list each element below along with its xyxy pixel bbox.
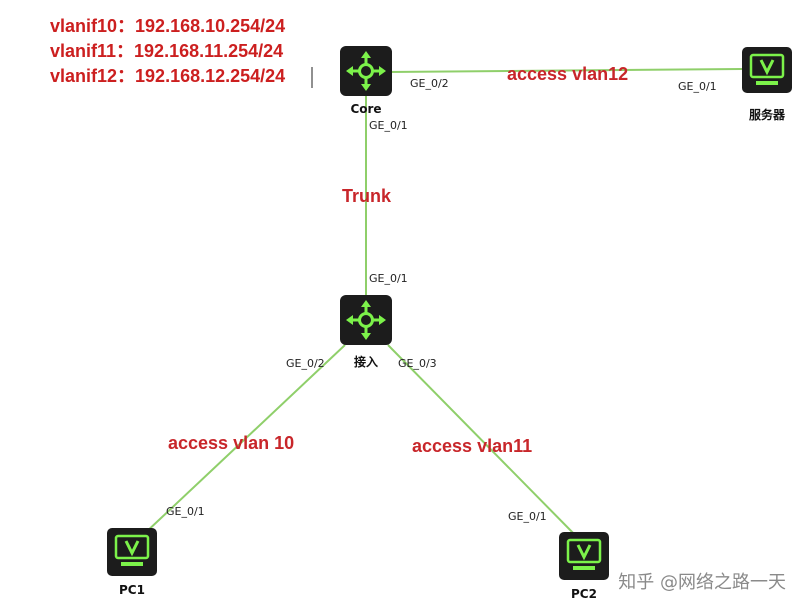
link-label-core-server: access vlan12 xyxy=(507,64,628,84)
switch-router-icon xyxy=(346,51,386,91)
server-label: 服务器 xyxy=(749,107,786,122)
port-pc2: GE_0/1 xyxy=(508,510,547,523)
pc1-host[interactable] xyxy=(107,528,157,576)
links xyxy=(142,68,743,541)
port-server: GE_0/1 xyxy=(678,80,717,93)
pc2-label: PC2 xyxy=(571,587,597,600)
link-labels: access vlan12 Trunk access vlan 10 acces… xyxy=(168,64,628,456)
port-access-to-pc2: GE_0/3 xyxy=(398,357,437,370)
link-core-server xyxy=(387,68,743,73)
monitor-icon xyxy=(749,53,785,85)
port-labels: GE_0/2 GE_0/1 GE_0/1 GE_0/1 GE_0/2 GE_0/… xyxy=(166,77,717,523)
vlanif-line-10: vlanif10：192.168.10.254/24 xyxy=(50,16,285,36)
port-core-down: GE_0/1 xyxy=(369,119,408,132)
server-host[interactable] xyxy=(742,47,792,93)
vlanif-line-11: vlanif11：192.168.11.254/24 xyxy=(50,41,283,61)
link-label-access-pc1: access vlan 10 xyxy=(168,433,294,453)
access-switch[interactable] xyxy=(340,295,392,345)
vlanif-line-12: vlanif12：192.168.12.254/24 xyxy=(50,66,285,86)
watermark: 知乎 @网络之路一天 xyxy=(618,572,786,593)
switch-router-icon xyxy=(346,300,386,340)
vlanif-block: vlanif10：192.168.10.254/24 vlanif11：192.… xyxy=(50,16,313,88)
link-access-pc2 xyxy=(387,344,581,541)
core-label: Core xyxy=(350,102,381,116)
pc1-label: PC1 xyxy=(119,583,145,597)
port-pc1: GE_0/1 xyxy=(166,505,205,518)
monitor-icon xyxy=(566,538,602,570)
core-switch[interactable] xyxy=(340,46,392,96)
monitor-icon xyxy=(114,534,150,566)
access-label: 接入 xyxy=(354,354,378,369)
link-label-trunk: Trunk xyxy=(342,186,392,206)
port-core-to-server: GE_0/2 xyxy=(410,77,449,90)
link-access-pc1 xyxy=(142,344,346,536)
port-access-to-pc1: GE_0/2 xyxy=(286,357,325,370)
link-label-access-pc2: access vlan11 xyxy=(412,436,532,456)
port-access-up: GE_0/1 xyxy=(369,272,408,285)
pc2-host[interactable] xyxy=(559,532,609,580)
